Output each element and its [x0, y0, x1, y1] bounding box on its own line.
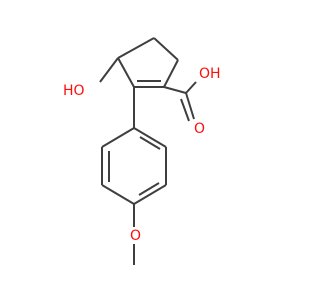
bond-c3-carboxyl: [163, 86, 187, 94]
bond-carboxyl-double-o: [185, 92, 195, 120]
bond-c5-c1: [117, 37, 155, 59]
bond-carboxyl-double-o-inner: [180, 98, 190, 122]
ether-o-label: O: [130, 228, 141, 244]
bond-c5-hydroxyl: [99, 57, 119, 83]
bond-c4-c5: [117, 57, 135, 88]
bond-c2-c3: [163, 59, 179, 88]
hydroxyl-label: HO: [63, 83, 85, 99]
bond-ph3-ph4: [133, 184, 167, 205]
bond-ph4-ph5: [101, 184, 135, 205]
molecule-structure: HO OH O O: [63, 37, 221, 265]
bond-carboxyl-oh: [185, 81, 197, 94]
bond-ph-inner-1: [139, 136, 161, 150]
acid-oh-label: OH: [199, 66, 221, 82]
bond-ph6-ph1: [101, 127, 135, 148]
bond-ph1-ph2: [133, 127, 167, 148]
bond-ph-inner-2: [138, 182, 160, 196]
carbonyl-o-label: O: [194, 121, 205, 137]
bond-c1-c2: [153, 37, 179, 61]
